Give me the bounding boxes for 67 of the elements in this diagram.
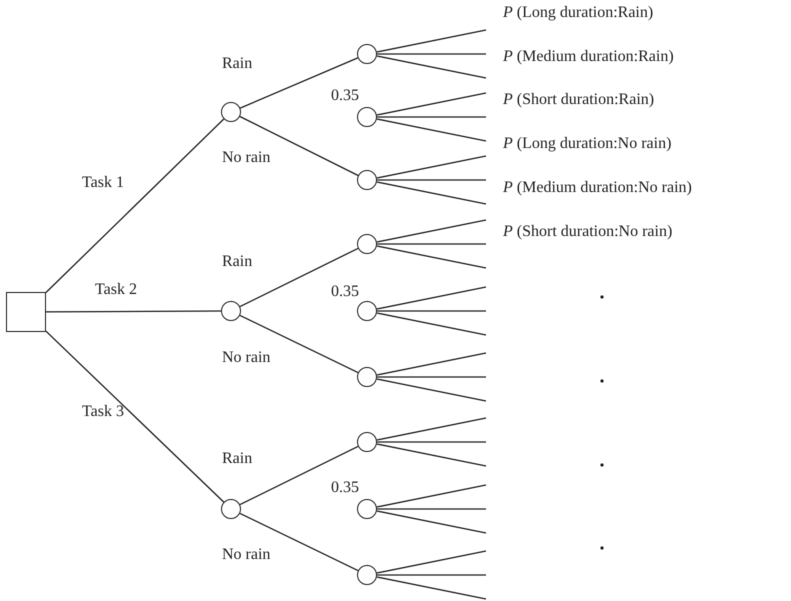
probability-label: P (Medium duration:No rain): [503, 179, 692, 197]
branch-line: [240, 446, 358, 506]
branch-line: [376, 550, 486, 574]
branch-line: [377, 53, 486, 55]
branch-line: [376, 576, 486, 600]
edge-label: Rain: [222, 55, 252, 73]
branch-line: [377, 243, 486, 245]
probability-label: P (Long duration:Rain): [503, 4, 654, 22]
branch-line: [240, 57, 358, 109]
branch-line: [377, 179, 486, 181]
chance-node: [357, 107, 377, 127]
decision-node: [6, 292, 46, 332]
chance-node: [357, 565, 377, 585]
edge-label: Task 1: [82, 174, 124, 192]
chance-node: [357, 170, 377, 190]
branch-line: [46, 330, 224, 503]
branch-line: [376, 118, 486, 142]
probability-label: 0.35: [331, 283, 359, 301]
chance-node: [357, 301, 377, 321]
branch-line: [376, 55, 486, 79]
edge-label: Rain: [222, 253, 252, 271]
edge-label: Task 2: [95, 281, 137, 299]
edge-label: No rain: [222, 546, 270, 564]
chance-node: [221, 499, 241, 519]
chance-node: [357, 44, 377, 64]
branch-line: [376, 352, 486, 376]
branch-line: [376, 443, 486, 467]
branch-line: [240, 116, 358, 176]
probability-label: P (Short duration:Rain): [503, 91, 654, 109]
branch-line: [46, 310, 221, 313]
chance-node: [221, 102, 241, 122]
chance-node: [357, 367, 377, 387]
branch-line: [376, 286, 486, 310]
branch-line: [240, 512, 358, 572]
branch-line: [376, 484, 486, 508]
branch-line: [376, 219, 486, 243]
branch-line: [377, 116, 486, 118]
edge-label: No rain: [222, 349, 270, 367]
branch-line: [377, 508, 486, 510]
branch-line: [377, 376, 486, 378]
branch-line: [376, 92, 486, 116]
chance-node: [357, 499, 377, 519]
branch-line: [377, 441, 486, 443]
edge-label: No rain: [222, 149, 270, 167]
probability-label: 0.35: [331, 87, 359, 105]
edge-label: Task 3: [82, 403, 124, 421]
probability-label: 0.35: [331, 479, 359, 497]
branch-line: [376, 155, 486, 179]
edge-label: Rain: [222, 450, 252, 468]
branch-line: [376, 417, 486, 441]
chance-node: [357, 234, 377, 254]
chance-node: [357, 432, 377, 452]
branch-line: [376, 510, 486, 534]
branch-line: [376, 312, 486, 336]
branch-line: [376, 181, 486, 205]
branch-line: [376, 378, 486, 402]
branch-line: [240, 314, 358, 374]
branch-line: [376, 245, 486, 269]
probability-label: P (Short duration:No rain): [503, 223, 672, 241]
branch-line: [46, 118, 224, 293]
probability-label: P (Medium duration:Rain): [503, 48, 674, 66]
chance-node: [221, 301, 241, 321]
branch-line: [240, 248, 358, 308]
branch-line: [377, 574, 486, 576]
branch-line: [377, 310, 486, 312]
probability-label: P (Long duration:No rain): [503, 135, 672, 153]
branch-line: [376, 29, 486, 53]
